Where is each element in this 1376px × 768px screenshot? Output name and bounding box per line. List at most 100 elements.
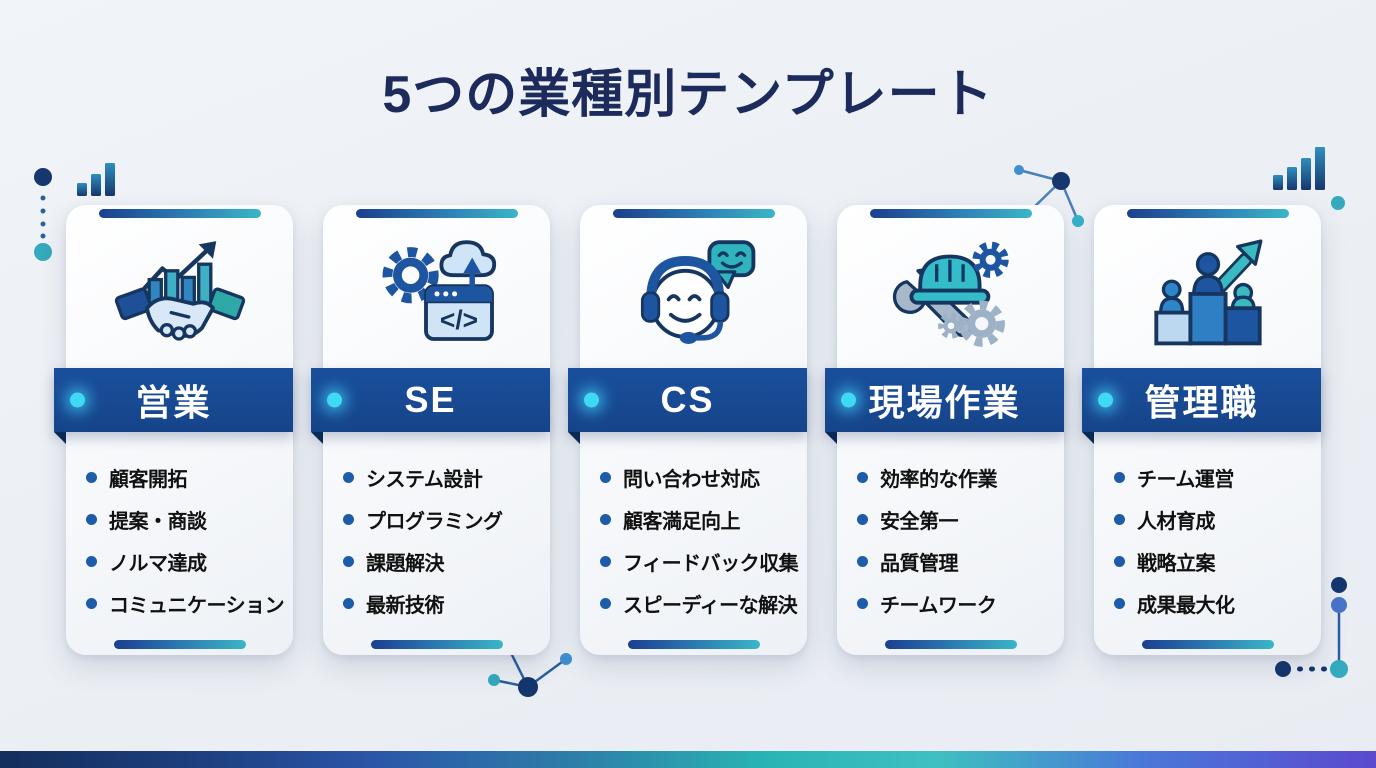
- card-title: SE: [404, 379, 457, 420]
- card-cs: CS 問い合わせ対応 顧客満足向上 フィードバック収集 スピーディーな解決: [568, 205, 807, 655]
- network-nodes-icon: [1014, 165, 1084, 227]
- svg-text:</>: </>: [439, 305, 477, 335]
- bullet-icon: [857, 471, 868, 483]
- bullet-icon: [86, 471, 97, 483]
- banner-fold: [311, 432, 323, 444]
- list-item: 最新技術: [343, 582, 546, 624]
- bullet-icon: [343, 471, 354, 483]
- item-label: 顧客開拓: [109, 468, 188, 491]
- list-item: スピーディーな解決: [600, 582, 803, 624]
- item-label: 課題解決: [366, 552, 445, 575]
- gear-code-window-cloud-icon: </>: [323, 221, 550, 369]
- list-item: システム設計: [343, 456, 546, 498]
- bullet-icon: [86, 555, 97, 567]
- list-item: 顧客満足向上: [600, 498, 803, 540]
- feature-list: チーム運営 人材育成 戦略立案 成果最大化: [1114, 456, 1317, 624]
- title-banner: 管理職: [1082, 368, 1321, 444]
- bullet-icon: [343, 597, 354, 609]
- list-item: ノルマ達成: [86, 540, 289, 582]
- card-field-work: 現場作業 効率的な作業 安全第一 品質管理 チームワーク: [825, 205, 1064, 655]
- list-item: コミュニケーション: [86, 582, 289, 624]
- headset-operator-chat-icon: [580, 221, 807, 369]
- glow-dot-icon: [70, 392, 85, 408]
- card-top-accent: [98, 209, 261, 218]
- glow-dot-icon: [841, 392, 856, 408]
- bullet-icon: [343, 555, 354, 567]
- glow-dot-icon: [327, 392, 342, 408]
- card-bottom-accent: [1141, 640, 1274, 649]
- list-item: 人材育成: [1114, 498, 1317, 540]
- page-title: 5つの業種別テンプレート: [382, 66, 994, 124]
- feature-list: 顧客開拓 提案・商談 ノルマ達成 コミュニケーション: [86, 456, 289, 624]
- card-bottom-accent: [884, 640, 1017, 649]
- glow-dot-icon: [1098, 392, 1113, 408]
- feature-list: 効率的な作業 安全第一 品質管理 チームワーク: [857, 456, 1060, 624]
- list-item: フィードバック収集: [600, 540, 803, 582]
- list-item: 品質管理: [857, 540, 1060, 582]
- bullet-icon: [857, 555, 868, 567]
- list-item: チームワーク: [857, 582, 1060, 624]
- template-cards: 営業 顧客開拓 提案・商談 ノルマ達成 コミュニケーション: [54, 205, 1321, 655]
- dotted-line-icon: [34, 168, 52, 261]
- bullet-icon: [86, 597, 97, 609]
- list-item: 課題解決: [343, 540, 546, 582]
- network-nodes-icon: [488, 650, 572, 697]
- bottom-gradient-bar: [0, 751, 1376, 768]
- banner-fold: [825, 432, 837, 444]
- bullet-icon: [86, 513, 97, 525]
- card-title: 管理職: [1144, 382, 1259, 423]
- item-label: プログラミング: [366, 510, 503, 533]
- title-banner: SE: [311, 368, 550, 444]
- item-label: 提案・商談: [109, 510, 207, 533]
- bullet-icon: [1114, 513, 1125, 525]
- bullet-icon: [600, 513, 611, 525]
- podium-team-growth-icon: [1094, 221, 1321, 369]
- item-label: 戦略立案: [1137, 552, 1216, 575]
- item-label: チーム運営: [1137, 468, 1234, 491]
- card-bottom-accent: [113, 640, 246, 649]
- card-bottom-accent: [627, 640, 760, 649]
- glow-dot-icon: [584, 392, 599, 408]
- item-label: スピーディーな解決: [623, 594, 798, 617]
- list-item: 戦略立案: [1114, 540, 1317, 582]
- bullet-icon: [857, 597, 868, 609]
- item-label: 効率的な作業: [880, 468, 998, 491]
- item-label: ノルマ達成: [109, 552, 207, 575]
- card-se: </> SE システム設計 プログラミング 課題解決 最新技術: [311, 205, 550, 655]
- item-label: 問い合わせ対応: [623, 468, 760, 491]
- card-sales: 営業 顧客開拓 提案・商談 ノルマ達成 コミュニケーション: [54, 205, 293, 655]
- item-label: 品質管理: [880, 552, 959, 575]
- feature-list: システム設計 プログラミング 課題解決 最新技術: [343, 456, 546, 624]
- item-label: コミュニケーション: [109, 594, 285, 617]
- card-top-accent: [355, 209, 518, 218]
- card-title: 営業: [135, 382, 212, 423]
- item-label: フィードバック収集: [623, 552, 799, 575]
- card-top-accent: [869, 209, 1032, 218]
- list-item: 安全第一: [857, 498, 1060, 540]
- card-bottom-accent: [370, 640, 503, 649]
- bar-chart-icon: [77, 163, 115, 196]
- card-title: 現場作業: [868, 382, 1021, 423]
- list-item: 提案・商談: [86, 498, 289, 540]
- title-banner: 現場作業: [825, 368, 1064, 444]
- bullet-icon: [1114, 555, 1125, 567]
- card-top-accent: [1126, 209, 1289, 218]
- bullet-icon: [857, 513, 868, 525]
- bullet-icon: [600, 555, 611, 567]
- signal-bars-icon: [1273, 147, 1345, 210]
- list-item: 顧客開拓: [86, 456, 289, 498]
- bullet-icon: [343, 513, 354, 525]
- item-label: 最新技術: [366, 594, 445, 617]
- item-label: システム設計: [366, 468, 483, 491]
- bullet-icon: [600, 471, 611, 483]
- bullet-icon: [600, 597, 611, 609]
- banner-fold: [1082, 432, 1094, 444]
- item-label: チームワーク: [880, 594, 997, 617]
- bullet-icon: [1114, 471, 1125, 483]
- card-management: 管理職 チーム運営 人材育成 戦略立案 成果最大化: [1082, 205, 1321, 655]
- list-item: プログラミング: [343, 498, 546, 540]
- bullet-icon: [1114, 597, 1125, 609]
- card-title: CS: [660, 379, 715, 420]
- card-top-accent: [612, 209, 775, 218]
